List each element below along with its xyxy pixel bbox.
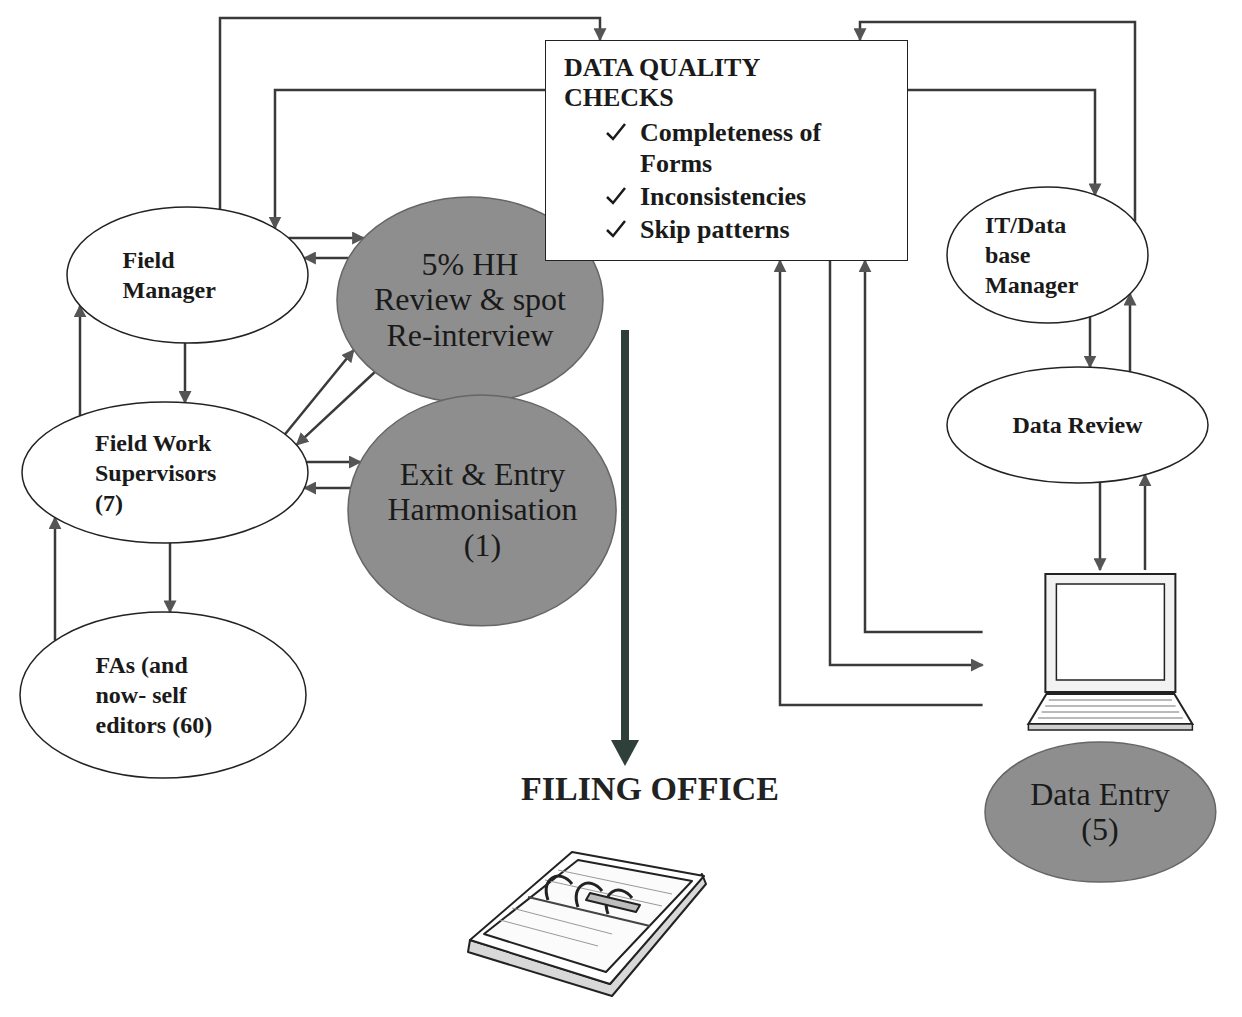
- checklist-item: Skip patterns: [640, 214, 875, 245]
- connector: [184, 343, 187, 403]
- connector: [169, 543, 172, 612]
- checklist-row: Inconsistencies: [604, 181, 889, 212]
- text-block: Exit & Entry Harmonisation (1): [375, 457, 590, 563]
- process-ellipse: IT/Data base Manager: [945, 185, 1150, 325]
- check-mark: [604, 185, 628, 207]
- node-text: Exit & Entry Harmonisation (1): [375, 457, 590, 563]
- connector: [1099, 482, 1102, 570]
- connector: [54, 518, 57, 641]
- activity-circle: Exit & Entry Harmonisation (1): [346, 393, 618, 628]
- checklist-box: DATA QUALITY CHECKSCompleteness of Forms…: [545, 40, 908, 261]
- node-outline: [945, 185, 1150, 325]
- connector: [304, 257, 348, 260]
- filing-arrow-shaft: [621, 330, 629, 742]
- text-area: IT/Data base Manager: [945, 185, 1150, 325]
- connector: [908, 90, 1095, 195]
- white-ellipse: [20, 612, 306, 778]
- white-ellipse: [947, 367, 1208, 483]
- data-entry-station: Data Entry (5): [983, 570, 1218, 884]
- data-entry-ellipse: [985, 742, 1216, 882]
- node-text: Data Review: [983, 410, 1173, 440]
- connector: [1089, 317, 1092, 368]
- connector: [220, 18, 600, 210]
- process-ellipse: Data Review: [945, 365, 1210, 485]
- text-area: Data Review: [945, 365, 1210, 485]
- connector: [285, 350, 354, 434]
- node-outline: [65, 205, 310, 345]
- checklist-item: Inconsistencies: [640, 181, 875, 212]
- laptop-icon: [1028, 574, 1192, 730]
- grey-circle: [348, 395, 616, 626]
- text-block: FAs (and now- self editors (60): [96, 650, 231, 740]
- process-ellipse: Field Work Supervisors (7): [20, 400, 310, 545]
- checklist-title: DATA QUALITY CHECKS: [564, 53, 844, 113]
- connector: [830, 261, 983, 666]
- binder-icon: [468, 852, 706, 996]
- connector: [1129, 294, 1132, 372]
- text-block: 5% HH Review & spot Re-interview: [370, 247, 570, 353]
- node-text: IT/Data base Manager: [985, 210, 1110, 300]
- process-ellipse: FAs (and now- self editors (60): [18, 610, 308, 780]
- connector: [297, 372, 375, 445]
- text-block: Field Work Supervisors (7): [95, 428, 235, 518]
- white-ellipse: [22, 402, 308, 543]
- text-block: Field Manager: [123, 245, 253, 305]
- text-block: IT/Data base Manager: [985, 210, 1110, 300]
- text-area: Data Entry (5): [983, 740, 1218, 884]
- connector: [289, 237, 364, 240]
- node-text: Field Work Supervisors (7): [95, 428, 235, 518]
- text-area: Field Work Supervisors (7): [20, 400, 310, 545]
- filing-arrow-head: [611, 740, 639, 766]
- checklist-item: Completeness of Forms: [640, 117, 875, 179]
- node-text: Field Manager: [123, 245, 253, 305]
- connector: [79, 306, 82, 416]
- connector: [306, 461, 360, 464]
- white-ellipse: [67, 207, 308, 343]
- connector: [305, 487, 351, 490]
- text-area: Field Manager: [65, 205, 310, 345]
- text-block: Data Review: [983, 410, 1173, 440]
- section-label: FILING OFFICE: [470, 770, 830, 808]
- connector: [780, 261, 983, 706]
- text-block: Data Entry (5): [1010, 777, 1190, 847]
- checklist-row: Completeness of Forms: [604, 117, 889, 179]
- node-text: FAs (and now- self editors (60): [96, 650, 231, 740]
- process-ellipse: Field Manager: [65, 205, 310, 345]
- check-mark: [604, 121, 628, 143]
- white-ellipse: [947, 187, 1148, 323]
- checklist-row: Skip patterns: [604, 214, 889, 245]
- text-area: Exit & Entry Harmonisation (1): [346, 393, 618, 628]
- text-area: FAs (and now- self editors (60): [18, 610, 308, 780]
- node-text: 5% HH Review & spot Re-interview: [370, 247, 570, 353]
- node-text: Data Entry (5): [1010, 777, 1190, 847]
- connector: [1144, 475, 1147, 570]
- check-mark: [604, 218, 628, 240]
